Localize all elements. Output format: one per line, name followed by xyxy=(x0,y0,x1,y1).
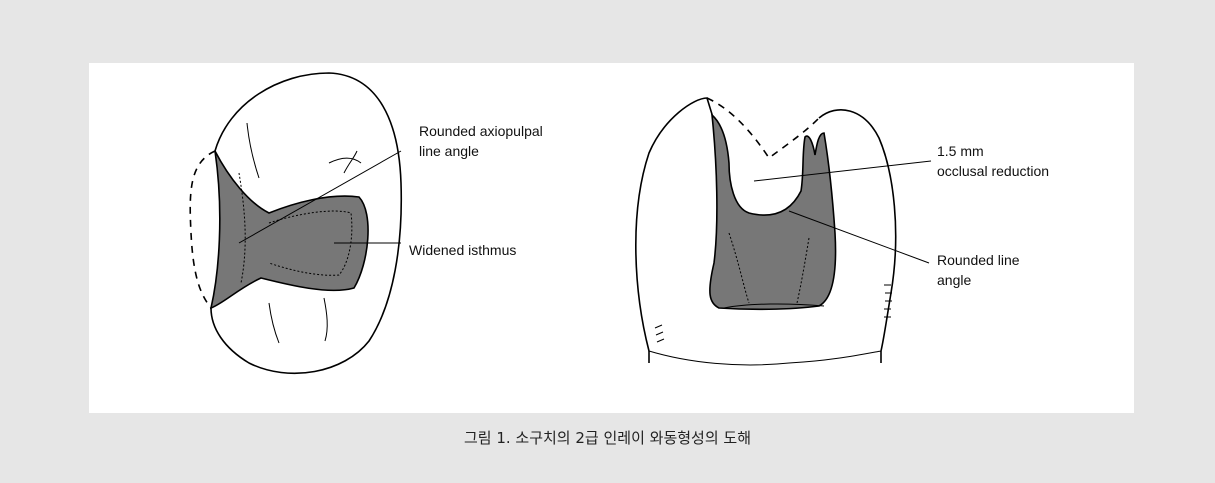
dashed-proximal-margin xyxy=(190,151,215,308)
label-line-angle-line2: angle xyxy=(937,272,971,288)
cavity-preparation-occlusal xyxy=(211,151,368,308)
label-reduction-line2: occlusal reduction xyxy=(937,163,1049,179)
groove-1 xyxy=(247,123,259,178)
label-line-angle-line1: Rounded line xyxy=(937,252,1020,268)
right-labels: 1.5 mm occlusal reduction Rounded line a… xyxy=(937,143,1049,288)
groove-3 xyxy=(269,303,279,343)
cavity-preparation-proximal xyxy=(710,115,836,309)
figure-caption: 그림 1. 소구치의 2급 인레이 와동형성의 도해 xyxy=(0,427,1215,448)
hatch-left xyxy=(655,325,664,342)
groove-4 xyxy=(324,298,327,341)
label-reduction-line1: 1.5 mm xyxy=(937,143,984,159)
cej-line xyxy=(649,351,881,365)
proximal-view xyxy=(636,98,896,365)
left-labels: Rounded axiopulpal line angle Widened is… xyxy=(409,123,543,258)
figure-panel: Rounded axiopulpal line angle Widened is… xyxy=(89,63,1134,413)
occlusal-view xyxy=(190,73,401,373)
label-isthmus: Widened isthmus xyxy=(409,242,516,258)
tooth-diagram: Rounded axiopulpal line angle Widened is… xyxy=(89,63,1134,413)
label-axiopulpal-line2: line angle xyxy=(419,143,479,159)
groove-5 xyxy=(329,158,361,163)
leader-reduction xyxy=(754,161,931,181)
label-axiopulpal-line1: Rounded axiopulpal xyxy=(419,123,543,139)
groove-2 xyxy=(344,151,357,173)
